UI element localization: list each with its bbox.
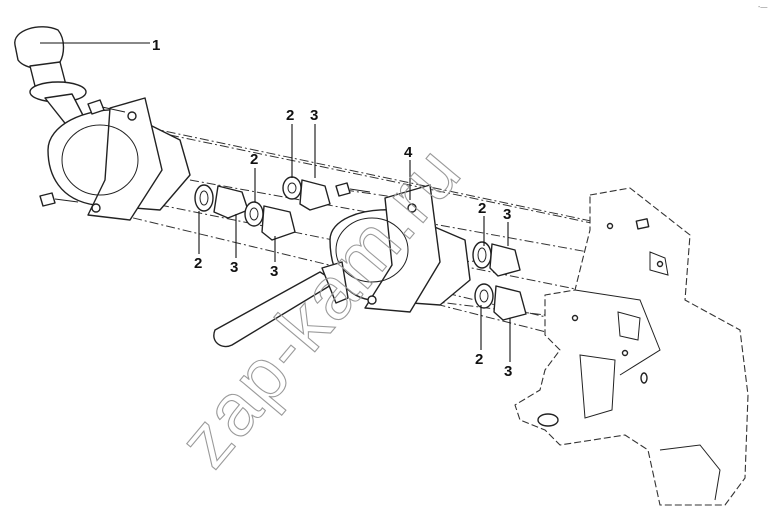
callout-1: 1: [152, 37, 160, 54]
valve-assembly-4: [213, 184, 471, 348]
callout-2e: 2: [478, 200, 486, 217]
valve-assembly-1: [14, 26, 191, 221]
callouts: 1 2 3 2 2 3 3 4 2 3 2 3: [152, 37, 512, 380]
callout-3a: 3: [310, 107, 318, 124]
callout-2f: 2: [475, 351, 483, 368]
callout-3c: 3: [230, 259, 238, 276]
callout-2a: 2: [286, 107, 294, 124]
fittings-right: [472, 241, 527, 321]
callout-2c: 2: [194, 255, 202, 272]
fittings-left: [194, 176, 371, 241]
callout-3f: 3: [504, 363, 512, 380]
callout-3e: 3: [503, 206, 511, 223]
watermark-text: zap-kam.ru: [163, 130, 477, 482]
mounting-bracket: [514, 187, 749, 506]
leader-lines: [40, 42, 511, 362]
corner-mark: -—: [758, 4, 767, 11]
callout-3d: 3: [270, 263, 278, 280]
callout-4: 4: [404, 144, 413, 161]
callout-2b: 2: [250, 151, 258, 168]
